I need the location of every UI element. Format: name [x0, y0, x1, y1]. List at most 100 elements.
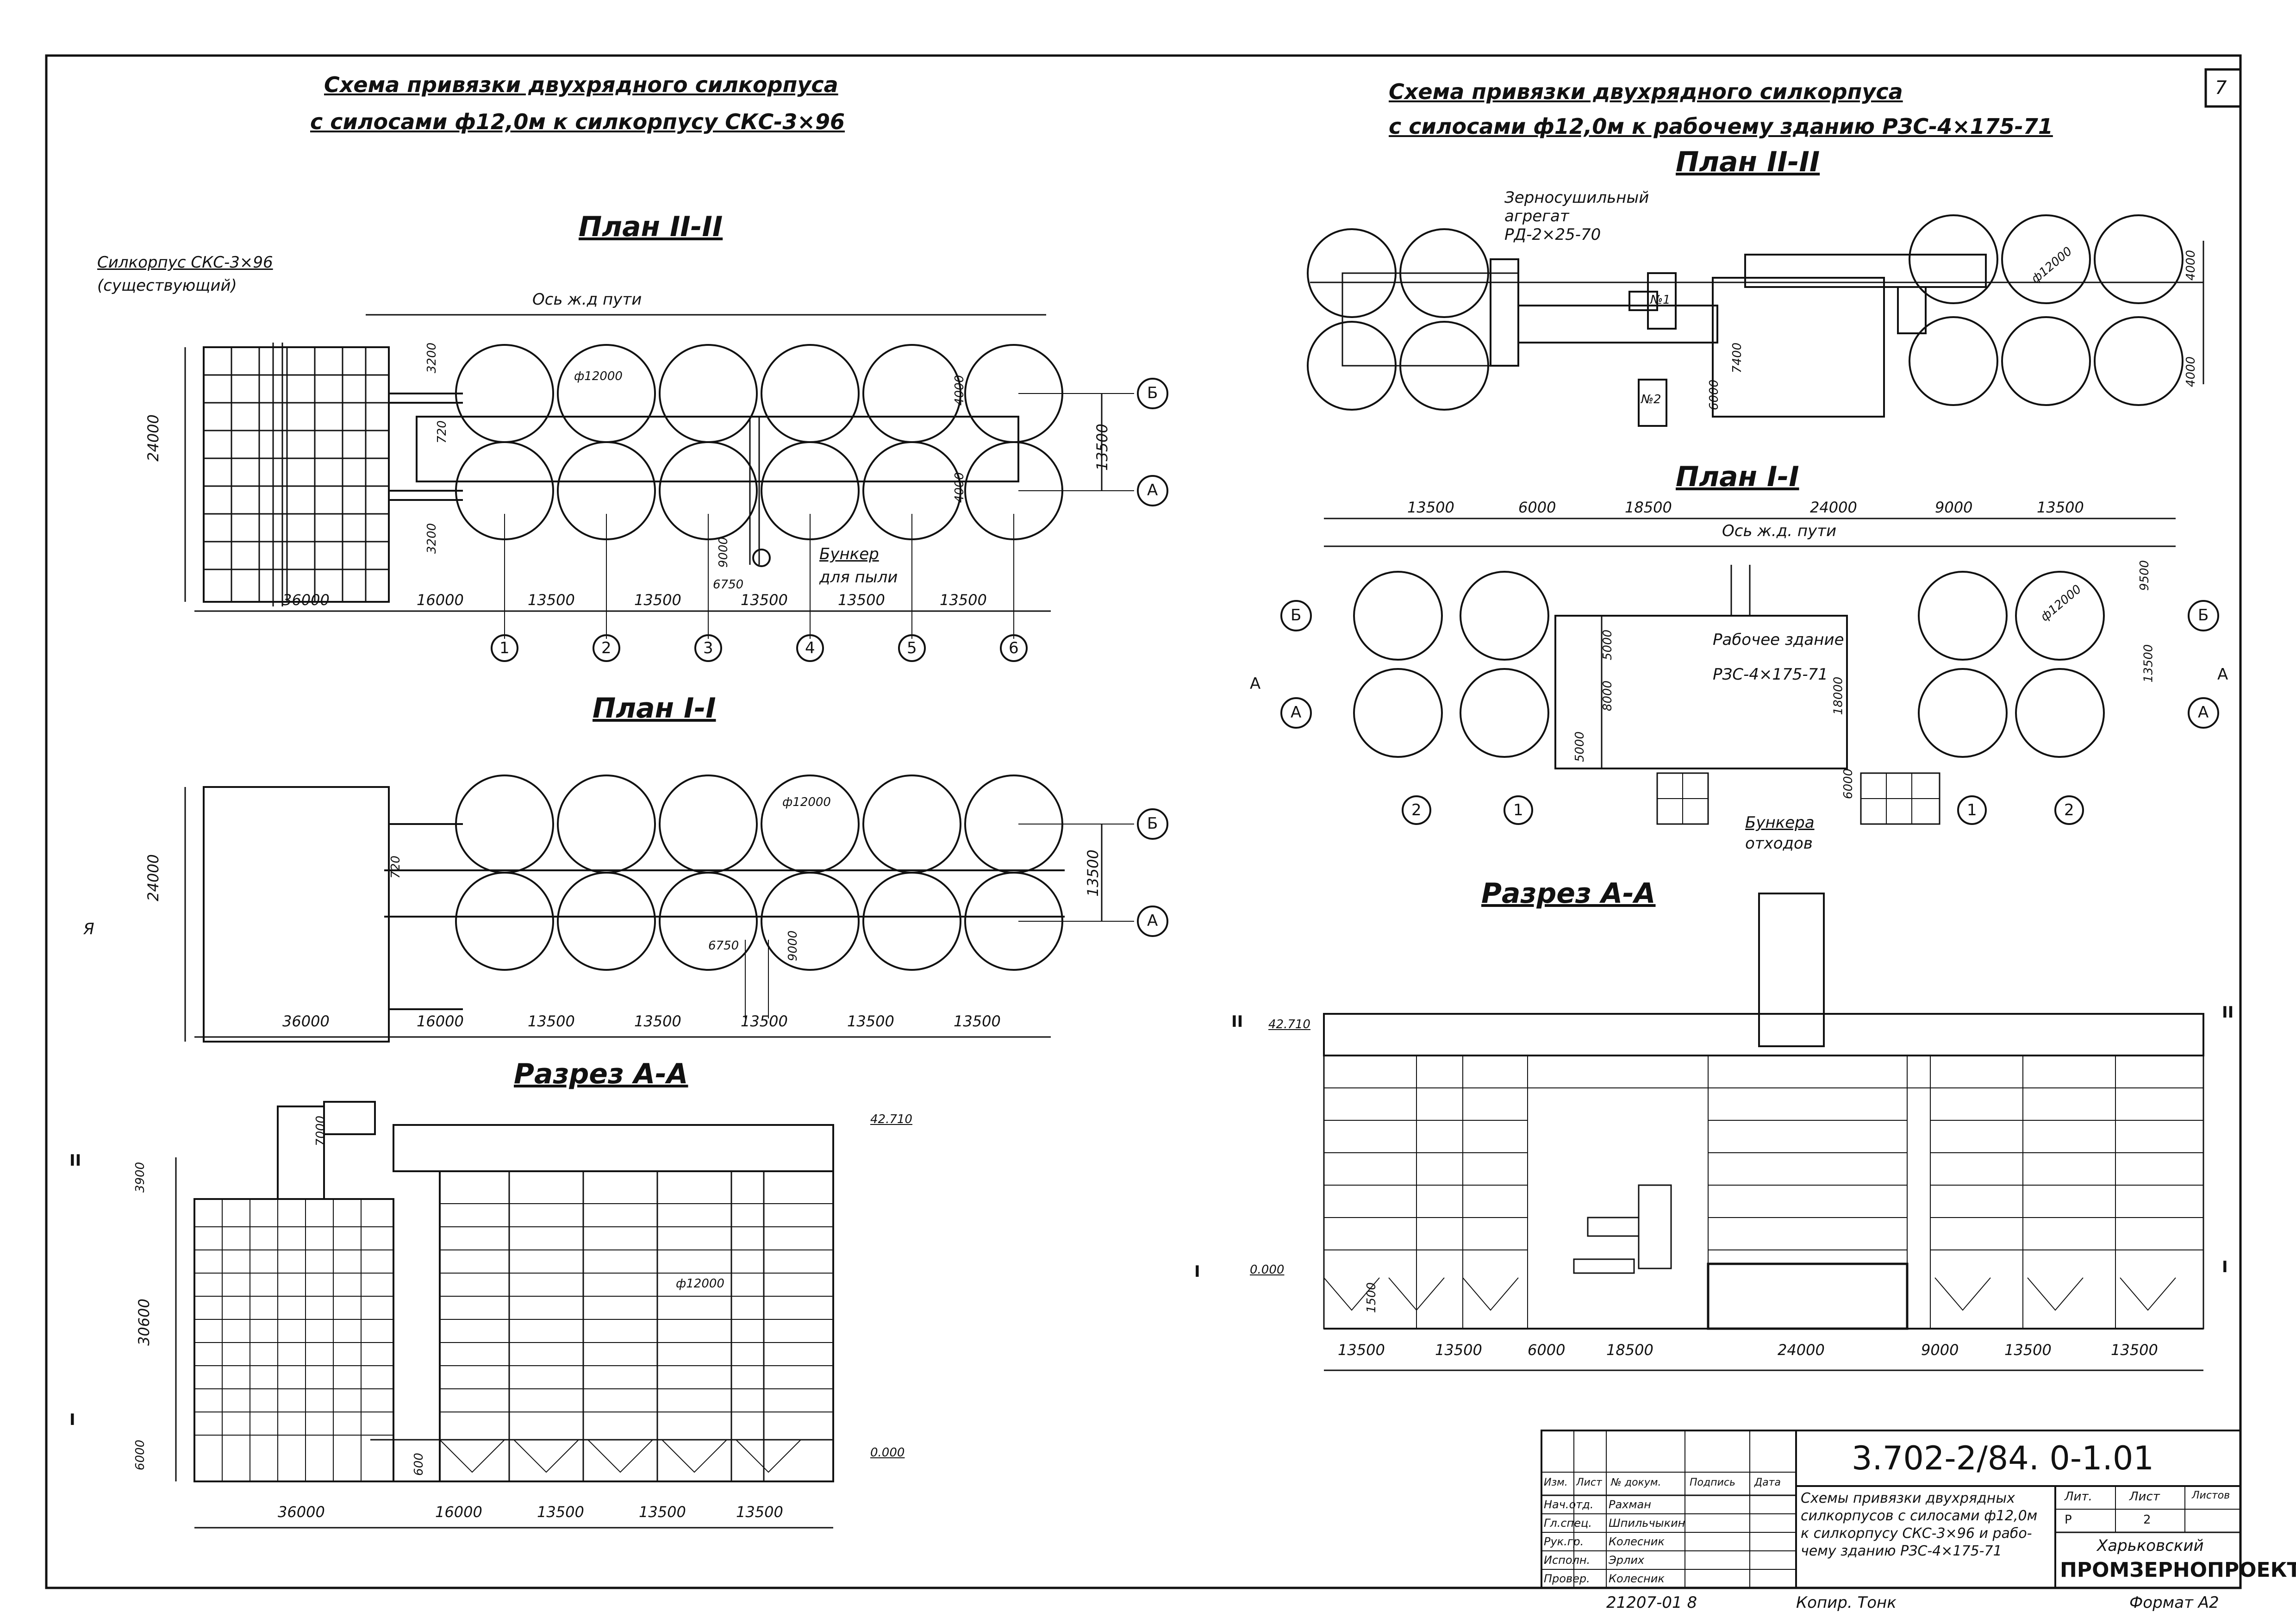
axis-bubble-r1-b: 1	[1967, 801, 1977, 819]
left-section-dim-36000: 36000	[278, 1503, 325, 1521]
right-section-dim-9000: 9000	[1921, 1341, 1959, 1359]
right-plan-1-dim-13500v: 13500	[2141, 644, 2156, 683]
dust-bunker-label-2: для пыли	[819, 568, 898, 587]
stamp-role-1: Нач.отд.	[1544, 1498, 1594, 1511]
left-plan-1-dim-13500v: 13500	[1084, 849, 1102, 897]
left-plan-2-dim-24000: 24000	[144, 414, 162, 462]
right-plan-2-dim-7400: 7400	[1730, 342, 1745, 374]
dryer-label-1: Зерносушильный	[1504, 188, 1649, 207]
left-plan-1-diameter: ф12000	[782, 795, 831, 809]
stamp-role-2: Гл.спец.	[1544, 1517, 1592, 1530]
axis-bubble-b-left-plan1: Б	[1147, 814, 1158, 833]
right-plan-1-drawing	[1280, 518, 2219, 825]
right-section-mark-i-right: I	[2222, 1258, 2228, 1276]
stamp-sheets-header: Листов	[2192, 1490, 2230, 1501]
right-plan-2-dim-4000b: 4000	[2184, 356, 2198, 387]
left-plan-2-dim-13500-3: 13500	[741, 591, 788, 609]
left-plan-2-dim-13500-4: 13500	[838, 591, 885, 609]
stamp-col-doc: № докум.	[1611, 1477, 1661, 1488]
right-section-dim-1500: 1500	[1365, 1282, 1379, 1313]
left-plan-1-dim-6750: 6750	[708, 939, 739, 953]
right-plan-1-dim-5000b: 5000	[1573, 731, 1587, 762]
right-section-mark-ii-left: II	[1231, 1012, 1243, 1031]
right-plan-1-dim-5000a: 5000	[1601, 629, 1615, 661]
axis-bubble-1: 1	[499, 639, 510, 657]
axis-bubble-a-left-plan2: А	[1147, 481, 1158, 500]
left-plan-2-dim-3200b: 3200	[425, 523, 439, 554]
sheet-frame	[45, 54, 2242, 1589]
right-section-dim-13500-4: 13500	[2111, 1341, 2158, 1359]
right-plan-2-dim-4000a: 4000	[2184, 250, 2198, 281]
sheet-number: 7	[2215, 77, 2227, 99]
left-section-dim-6000: 6000	[133, 1439, 148, 1471]
right-section-dim-6000: 6000	[1528, 1341, 1566, 1359]
right-plan-1-cut-mark-left: А	[1250, 675, 1261, 693]
left-section-heading: Разрез А-А	[514, 1058, 688, 1090]
left-plan-2-dim-13500-1: 13500	[528, 591, 575, 609]
left-plan-2-dim-36000: 36000	[282, 591, 330, 609]
right-title-line-1: Схема привязки двухрядного силкорпуса	[1389, 79, 1903, 104]
stamp-description-2: силкорпусов с силосами ф12,0м	[1801, 1508, 2038, 1524]
stamp-sheet-header: Лист	[2129, 1490, 2160, 1504]
left-title-line-2: с силосами ф12,0м к силкорпусу СКС-3×96	[310, 109, 845, 134]
right-section-elev-zero: 0.000	[1250, 1263, 1285, 1277]
right-section-mark-i-left: I	[1194, 1262, 1200, 1281]
sheet-number-box	[2204, 68, 2242, 108]
left-plan-2-drawing	[184, 314, 1168, 662]
left-plan-1-dim-36000: 36000	[282, 1012, 330, 1030]
stamp-name-5: Колесник	[1609, 1572, 1665, 1585]
right-plan-1-dim-18000: 18000	[1831, 676, 1846, 715]
existing-silo-label-1: Силкорпус СКС-3×96	[97, 253, 273, 272]
left-section-dim-16000: 16000	[435, 1503, 482, 1521]
left-plan-2-dim-13500v: 13500	[1093, 424, 1111, 471]
right-plan-1-dim-top-13500a: 13500	[1407, 499, 1454, 516]
stamp-sheet: 2	[2143, 1513, 2151, 1527]
waste-bunkers-label-2: отходов	[1745, 834, 1813, 853]
stamp-org-1: Харьковский	[2097, 1537, 2204, 1555]
right-section-mark-ii-right: II	[2222, 1003, 2234, 1022]
left-plan-2-diameter: ф12000	[574, 369, 623, 383]
dust-bunker-label-1: Бункер	[819, 545, 879, 563]
right-section-dim-18500: 18500	[1606, 1341, 1653, 1359]
left-section-dim-13500-1: 13500	[537, 1503, 584, 1521]
axis-bubble-a-right-left: А	[1291, 703, 1302, 722]
right-plan-2-heading: План II-II	[1676, 146, 1820, 178]
stamp-col-sign: Подпись	[1690, 1477, 1735, 1488]
stamp-description-4: чему зданию РЗС-4×175-71	[1801, 1543, 2002, 1559]
stamp-code: 3.702-2/84. 0-1.01	[1852, 1439, 2154, 1477]
left-plan-2-dim-13500-2: 13500	[634, 591, 681, 609]
left-section-elev-top: 42.710	[870, 1112, 912, 1126]
right-section-dim-24000: 24000	[1778, 1341, 1825, 1359]
stamp-org-2: ПРОМЗЕРНОПРОЕКТ	[2060, 1558, 2296, 1582]
left-section-mark-ii: II	[69, 1151, 81, 1170]
axis-bubble-r1-a: 1	[1513, 801, 1523, 819]
left-plan-1-dim-13500-1: 13500	[528, 1012, 575, 1030]
left-plan-2-dim-4000a: 4000	[953, 375, 967, 406]
left-section-dim-600: 600	[412, 1453, 426, 1476]
axis-bubble-5: 5	[907, 639, 917, 657]
left-plan-1-dim-720: 720	[388, 856, 403, 879]
right-section-heading: Разрез А-А	[1481, 877, 1656, 910]
axis-bubble-b-right-left: Б	[1291, 606, 1302, 625]
stamp-col-date: Дата	[1754, 1477, 1781, 1488]
axis-bubble-2: 2	[601, 639, 611, 657]
stamp-name-1: Рахман	[1609, 1498, 1651, 1511]
stamp-frame	[1541, 1430, 2241, 1589]
left-plan-2-dim-6750: 6750	[713, 578, 744, 592]
stamp-stage-header: Лит.	[2065, 1490, 2092, 1504]
left-title-line-1: Схема привязки двухрядного силкорпуса	[324, 72, 838, 97]
left-plan-1-dim-16000: 16000	[417, 1012, 464, 1030]
stamp-role-4: Исполн.	[1544, 1554, 1591, 1567]
left-plan-1-heading: План I-I	[593, 692, 716, 725]
stamp-stage: Р	[2065, 1513, 2072, 1527]
right-section-elev-top: 42.710	[1268, 1018, 1310, 1031]
axis-bubble-r2-a: 2	[1411, 801, 1422, 819]
right-section-dim-13500-3: 13500	[2004, 1341, 2052, 1359]
axis-bubble-b-left-plan2: Б	[1147, 384, 1158, 402]
axis-bubble-a-left-plan1: А	[1147, 912, 1158, 930]
right-plan-1-dim-top-18500: 18500	[1625, 499, 1672, 516]
format-label: Формат А2	[2129, 1593, 2219, 1612]
right-rail-axis-label: Ось ж.д. пути	[1722, 522, 1837, 540]
axis-bubble-4: 4	[805, 639, 815, 657]
